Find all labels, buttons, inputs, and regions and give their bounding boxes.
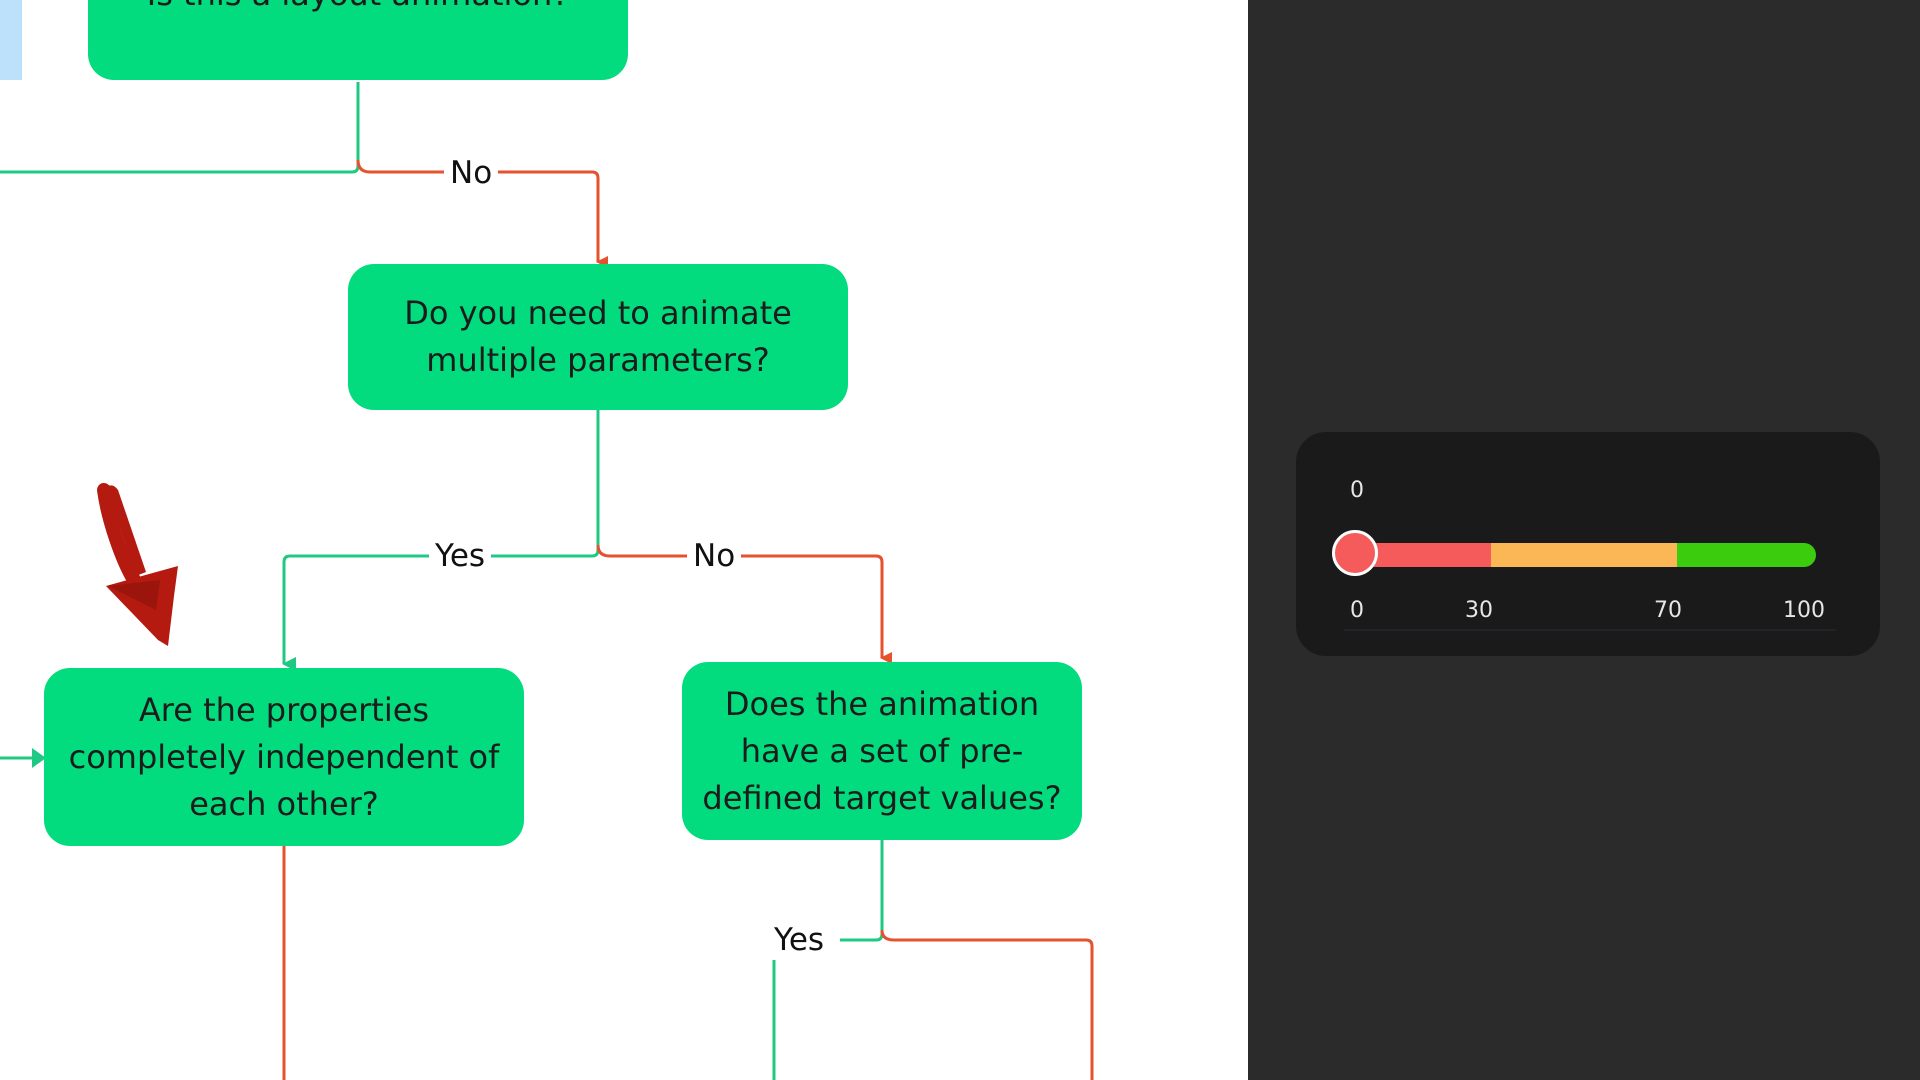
- red-hand-drawn-arrow-icon: [97, 483, 178, 646]
- edge-targets-no: [880, 929, 1094, 1080]
- edge-layout-to-left: [0, 82, 360, 174]
- range-slider-card: 0 0 30 70 100: [1296, 432, 1880, 656]
- node-layout-animation[interactable]: Is this a layout animation?: [88, 0, 628, 80]
- slider-track[interactable]: [1352, 543, 1816, 567]
- edge-multi-no: [596, 544, 892, 664]
- flowchart-canvas: Is this a layout animation? Do you need …: [0, 0, 1094, 1080]
- edge-multi-yes: [282, 410, 600, 671]
- slider-value-label: 0: [1350, 478, 1364, 503]
- node-multiple-parameters-text: Do you need to animate multiple paramete…: [404, 294, 792, 379]
- edge-label-multi-yes: Yes: [429, 538, 492, 574]
- edge-incoming-left-head: [32, 748, 46, 768]
- edge-label-targets-yes: Yes: [768, 922, 831, 958]
- slider-tick-label: 100: [1783, 598, 1825, 623]
- edge-label-multi-no: No: [687, 538, 742, 574]
- partial-node-accent: [0, 0, 22, 80]
- edge-layout-no: [356, 159, 608, 268]
- node-independent-properties[interactable]: Are the properties completely independen…: [44, 668, 524, 846]
- slider-tick-label: 30: [1465, 598, 1493, 623]
- node-predefined-targets[interactable]: Does the animation have a set of pre-def…: [682, 662, 1082, 840]
- node-independent-properties-text: Are the properties completely independen…: [68, 690, 500, 823]
- slider-range-segment-2: [1676, 543, 1816, 567]
- slider-thumb[interactable]: [1332, 530, 1378, 576]
- flowchart-connectors: [0, 0, 1094, 1080]
- edge-targets-yes: [840, 933, 884, 942]
- edge-label-layout-no: No: [444, 155, 499, 191]
- card-divider: [1344, 629, 1836, 631]
- node-predefined-targets-text: Does the animation have a set of pre-def…: [702, 684, 1062, 817]
- node-layout-animation-text: Is this a layout animation?: [147, 0, 569, 18]
- node-multiple-parameters[interactable]: Do you need to animate multiple paramete…: [348, 264, 848, 410]
- side-panel: 0 0 30 70 100: [1248, 0, 1920, 1080]
- slider-tick-label: 70: [1654, 598, 1682, 623]
- slider-range-segment-1: [1491, 543, 1677, 567]
- slider-tick-label: 0: [1350, 598, 1364, 623]
